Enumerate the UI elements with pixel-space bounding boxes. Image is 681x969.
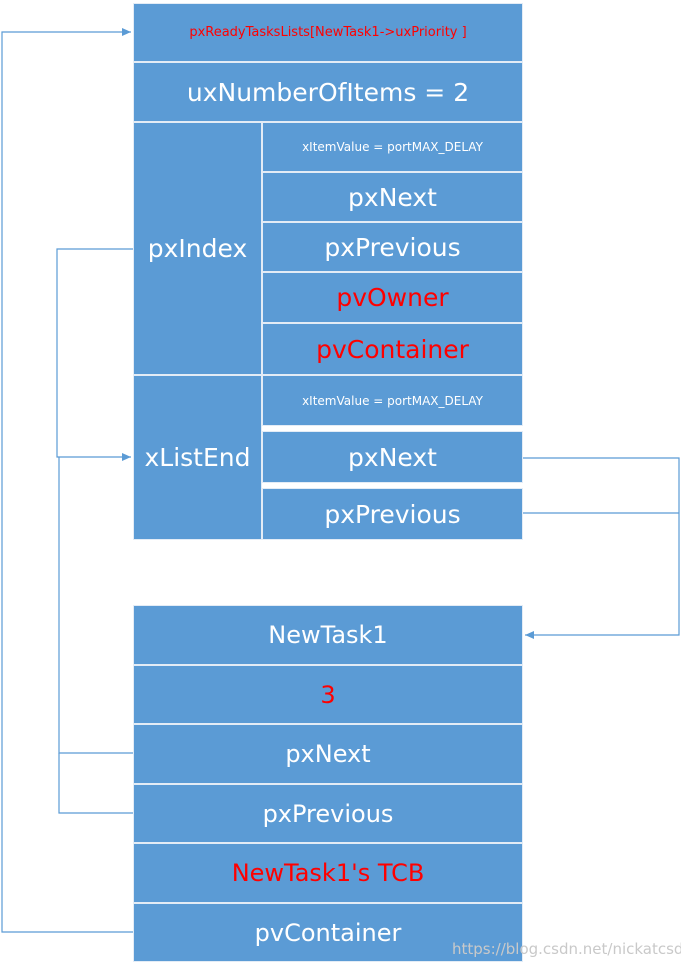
task-previous: pxPrevious (133, 784, 523, 843)
pxindex-next: pxNext (262, 172, 523, 222)
xlistend-label: xListEnd (133, 375, 262, 540)
arrow-task-previous-to-listend (58, 753, 133, 814)
xlistend-item-value: xItemValue = portMAX_DELAY (262, 375, 523, 426)
list-item-count: uxNumberOfItems = 2 (133, 62, 523, 122)
list-header: pxReadyTasksLists[NewTask1->uxPriority ] (133, 3, 523, 62)
arrow-listend-next-to-task (523, 457, 680, 639)
pxindex-owner: pvOwner (262, 272, 523, 323)
xlistend-previous: pxPrevious (262, 488, 523, 540)
pxindex-label: pxIndex (133, 122, 262, 375)
task-item-value: 3 (133, 665, 523, 724)
task-name: NewTask1 (133, 605, 523, 665)
task-owner: NewTask1's TCB (133, 843, 523, 903)
task-next: pxNext (133, 724, 523, 784)
pxindex-previous: pxPrevious (262, 222, 523, 272)
watermark: https://blog.csdn.net/nickatcsdn (452, 940, 681, 958)
arrow-index-to-listend (56, 248, 133, 461)
pxindex-container: pvContainer (262, 323, 523, 375)
arrow-task-container-to-list (1, 28, 133, 933)
xlistend-next: pxNext (262, 431, 523, 483)
pxindex-item-value: xItemValue = portMAX_DELAY (262, 122, 523, 172)
arrow-task-next-to-listend (58, 457, 133, 754)
task-container: pvContainer (133, 903, 523, 962)
